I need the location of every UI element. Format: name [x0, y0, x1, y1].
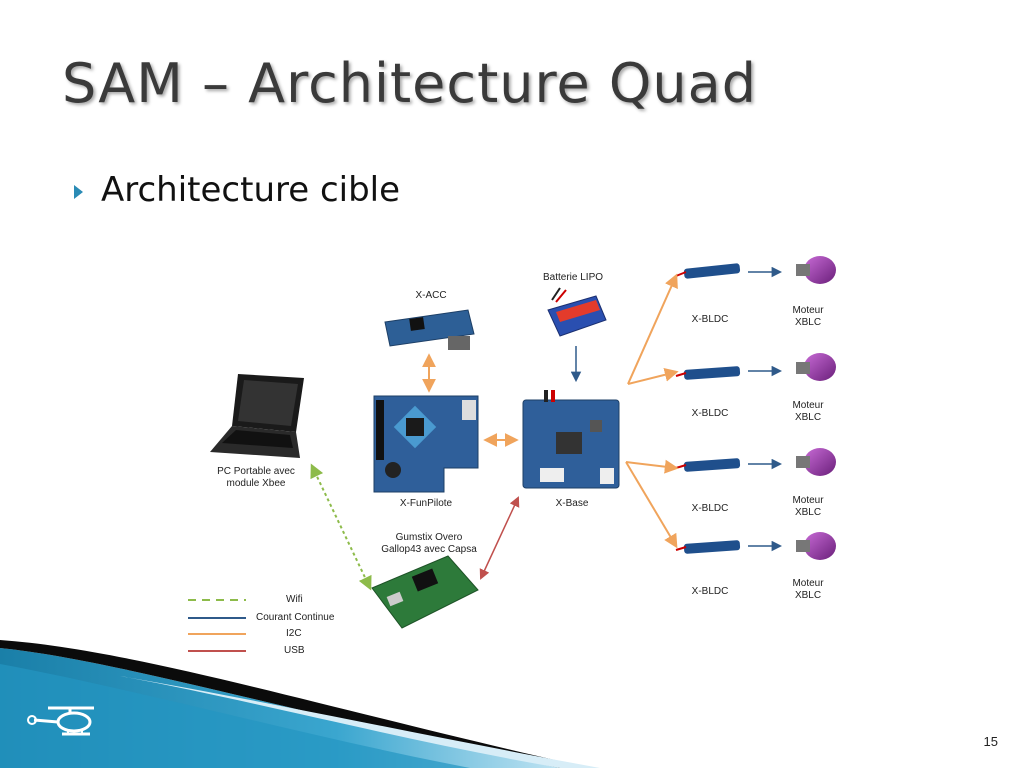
label-x-base: X-Base	[555, 498, 589, 509]
gumstix-board	[371, 555, 479, 629]
label-x-bldc: X-BLDC	[691, 503, 729, 514]
esc-motor-group-2	[675, 353, 836, 381]
label-pc-portable: PC Portable avec module Xbee	[217, 466, 295, 490]
label-moteur-line1: Moteur	[792, 578, 824, 589]
label-x-bldc: X-BLDC	[691, 586, 729, 597]
legend-label-dc: Courant Continue	[256, 612, 335, 623]
bullet-item: Architecture cible	[74, 170, 400, 210]
label-pc-line2: module Xbee	[226, 478, 286, 489]
label-moteur-line1: Moteur	[792, 305, 824, 316]
esc-motor-group-4	[675, 532, 836, 560]
legend-label-wifi: Wifi	[286, 594, 303, 605]
legend-lines	[188, 599, 246, 652]
label-x-funpilote: X-FunPilote	[399, 498, 453, 509]
dc-connections	[570, 266, 783, 552]
wifi-connection	[310, 463, 372, 591]
label-moteur: Moteur XBLC	[792, 495, 823, 519]
laptop-pc	[210, 374, 304, 458]
label-moteur-line1: Moteur	[792, 400, 824, 411]
battery-lipo	[547, 287, 607, 337]
bullet-arrow-icon	[74, 185, 83, 199]
label-moteur-line2: XBLC	[794, 590, 822, 601]
label-moteur-line2: XBLC	[794, 507, 822, 518]
label-moteur-line1: Moteur	[792, 495, 824, 506]
bullet-text: Architecture cible	[101, 170, 401, 210]
label-gumstix: Gumstix Overo Gallop43 avec Capsa	[381, 532, 477, 556]
label-gumstix-line2: Gallop43 avec Capsa	[381, 544, 477, 555]
label-battery: Batterie LIPO	[542, 272, 604, 283]
label-x-bldc: X-BLDC	[691, 314, 729, 325]
label-x-acc: X-ACC	[415, 290, 447, 301]
label-moteur: Moteur XBLC	[792, 400, 823, 424]
page-number: 15	[983, 734, 998, 749]
esc-motor-group-3	[675, 448, 836, 476]
label-moteur: Moteur XBLC	[792, 305, 823, 329]
label-moteur: Moteur XBLC	[792, 578, 823, 602]
label-gumstix-line1: Gumstix Overo	[395, 532, 463, 543]
label-pc-line1: PC Portable avec	[217, 466, 295, 477]
legend-label-usb: USB	[284, 645, 305, 656]
label-moteur-line2: XBLC	[794, 412, 822, 423]
label-moteur-line2: XBLC	[794, 317, 822, 328]
slide-title: SAM – Architecture Quad	[62, 52, 757, 115]
helicopter-icon	[26, 702, 96, 746]
esc-motor-group-1	[675, 256, 836, 284]
legend-label-i2c: I2C	[286, 628, 302, 639]
x-base-board	[522, 390, 620, 489]
usb-connection	[479, 496, 520, 580]
label-x-bldc: X-BLDC	[691, 408, 729, 419]
x-acc-board	[384, 309, 475, 350]
x-funpilote-board	[373, 395, 479, 493]
i2c-connections	[422, 273, 679, 549]
